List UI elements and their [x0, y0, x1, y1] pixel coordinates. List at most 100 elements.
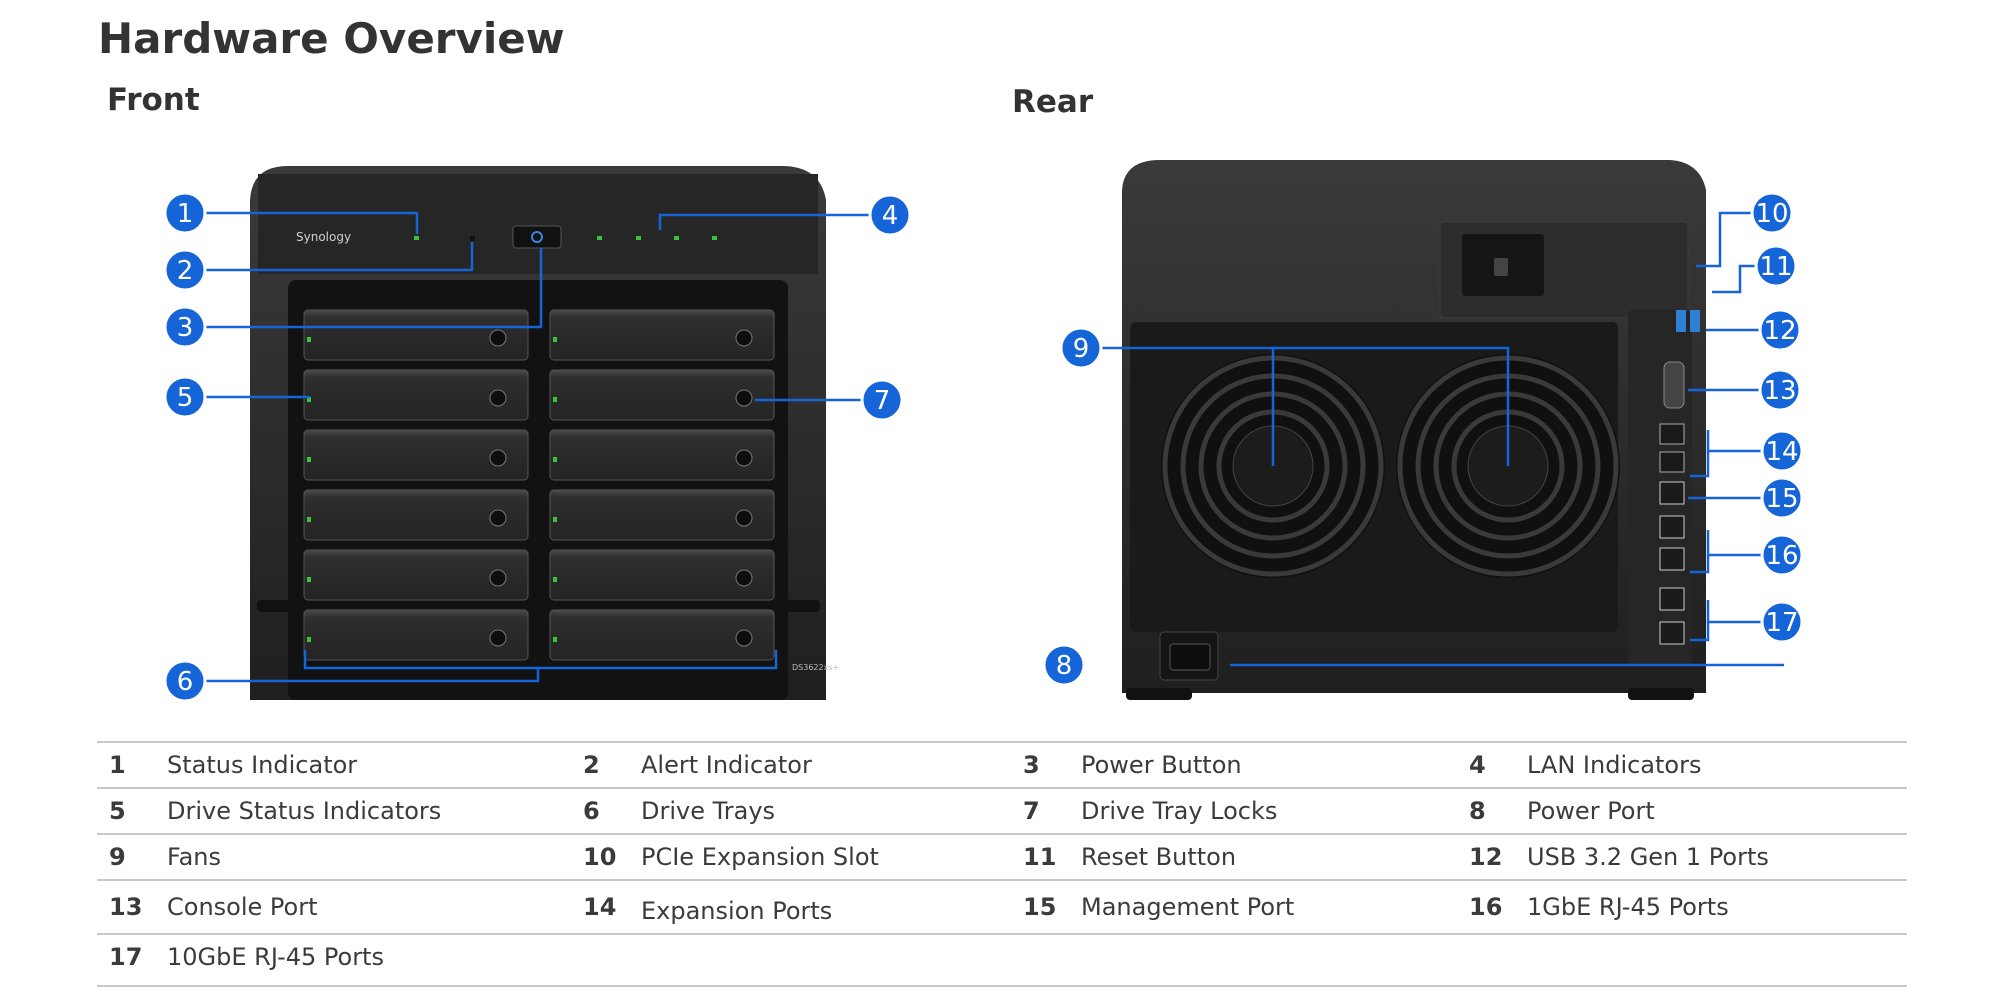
legend-label: Status Indicator	[167, 751, 358, 779]
legend-number: 14	[583, 893, 617, 921]
callout-number: 14	[1765, 437, 1798, 467]
legend-number: 1	[109, 751, 126, 779]
callout-4: 4	[868, 193, 912, 237]
front-heading: Front	[107, 82, 200, 118]
tray-lock-icon[interactable]	[489, 629, 507, 647]
legend-number: 3	[1023, 751, 1040, 779]
legend-number: 11	[1023, 843, 1057, 871]
legend-number: 8	[1469, 797, 1486, 825]
drive-status-led	[307, 457, 311, 462]
legend-number: 15	[1023, 893, 1057, 921]
drive-status-led	[307, 397, 311, 402]
legend-number: 2	[583, 751, 600, 779]
tray-lock-icon[interactable]	[489, 449, 507, 467]
legend-number: 9	[109, 843, 126, 871]
tray-lock-icon[interactable]	[489, 329, 507, 347]
drive-status-led	[307, 577, 311, 582]
tray-lock-icon[interactable]	[489, 569, 507, 587]
drive-status-led	[553, 337, 557, 342]
drive-tray[interactable]	[303, 549, 529, 601]
legend-label: 10GbE RJ-45 Ports	[167, 943, 384, 971]
legend-label: Alert Indicator	[641, 751, 812, 779]
legend-number: 5	[109, 797, 126, 825]
callout-number: 8	[1056, 651, 1073, 681]
legend-row: 1 Status Indicator 2 Alert Indicator 3 Power …	[97, 741, 1907, 787]
drive-tray[interactable]	[549, 369, 775, 421]
legend-label: Drive Trays	[641, 797, 776, 825]
tray-lock-icon[interactable]	[735, 569, 753, 587]
tray-lock-icon[interactable]	[489, 389, 507, 407]
legend-number: 7	[1023, 797, 1040, 825]
drive-tray[interactable]	[549, 309, 775, 361]
drive-status-led	[307, 517, 311, 522]
callout-lines	[205, 211, 1784, 683]
callout-6: 6	[163, 659, 207, 703]
legend-label: Drive Tray Locks	[1081, 797, 1278, 825]
drive-tray[interactable]	[549, 429, 775, 481]
callout-number: 6	[177, 667, 194, 697]
legend-label: Reset Button	[1081, 843, 1237, 871]
drive-tray[interactable]	[303, 369, 529, 421]
tray-lock-icon[interactable]	[735, 389, 753, 407]
legend-label: USB 3.2 Gen 1 Ports	[1527, 843, 1769, 871]
callout-16: 16	[1760, 533, 1804, 577]
callout-17: 17	[1760, 600, 1804, 644]
rear-nas-image	[1122, 160, 1706, 700]
callout-5: 5	[163, 375, 207, 419]
legend-label: Power Button	[1081, 751, 1242, 779]
legend-label: 1GbE RJ-45 Ports	[1527, 893, 1729, 921]
drive-tray[interactable]	[303, 489, 529, 541]
drive-status-led	[553, 637, 557, 642]
tray-lock-icon[interactable]	[735, 329, 753, 347]
tray-lock-icon[interactable]	[735, 629, 753, 647]
legend-label: LAN Indicators	[1527, 751, 1702, 779]
callout-13: 13	[1758, 368, 1802, 412]
legend-number: 13	[109, 893, 143, 921]
callout-number: 17	[1765, 608, 1798, 638]
tray-lock-icon[interactable]	[735, 449, 753, 467]
legend-number: 16	[1469, 893, 1503, 921]
callout-number: 16	[1765, 541, 1798, 571]
drive-tray[interactable]	[303, 309, 529, 361]
drive-status-led	[553, 577, 557, 582]
callout-number: 1	[177, 199, 194, 229]
rear-heading: Rear	[1012, 84, 1094, 120]
tray-lock-icon[interactable]	[489, 509, 507, 527]
drive-tray[interactable]	[303, 609, 529, 661]
tray-lock-icon[interactable]	[735, 509, 753, 527]
legend-label: Power Port	[1527, 797, 1655, 825]
drive-tray[interactable]	[303, 429, 529, 481]
callout-2: 2	[163, 248, 207, 292]
hardware-diagram: Synology DS3622xs+	[163, 160, 1804, 703]
drive-tray[interactable]	[549, 549, 775, 601]
brand-logo: Synology	[296, 230, 351, 244]
callout-1: 1	[163, 191, 207, 235]
legend-label: Management Port	[1081, 893, 1295, 921]
legend-label: Drive Status Indicators	[167, 797, 442, 825]
callout-number: 11	[1759, 252, 1792, 282]
legend-number: 6	[583, 797, 600, 825]
legend-label: PCIe Expansion Slot	[641, 843, 879, 871]
callout-7: 7	[860, 378, 904, 422]
callout-10: 10	[1750, 191, 1794, 235]
drive-tray[interactable]	[549, 609, 775, 661]
callout-11: 11	[1754, 244, 1798, 288]
callout-number: 3	[177, 313, 194, 343]
callout-number: 12	[1763, 316, 1796, 346]
drive-tray[interactable]	[549, 489, 775, 541]
legend-row: 5 Drive Status Indicators 6 Drive Trays 7 Dri…	[97, 787, 1907, 833]
page-title: Hardware Overview	[98, 14, 565, 63]
legend-number: 17	[109, 943, 143, 971]
callout-3: 3	[163, 305, 207, 349]
legend-number: 4	[1469, 751, 1486, 779]
callout-number: 9	[1073, 334, 1090, 364]
callout-8: 8	[1042, 643, 1086, 687]
callout-number: 7	[874, 386, 891, 416]
callout-9: 9	[1059, 326, 1103, 370]
callout-14: 14	[1760, 429, 1804, 473]
drive-status-led	[307, 337, 311, 342]
drive-status-led	[307, 637, 311, 642]
